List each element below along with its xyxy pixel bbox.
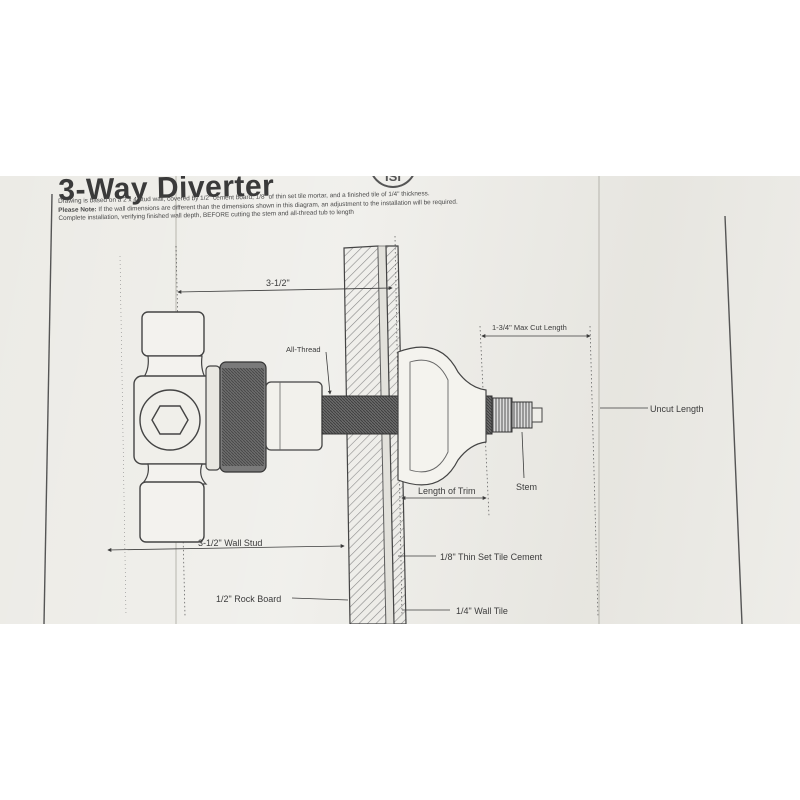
stem-label: Stem [516,482,537,492]
diverter-cross-section-diagram: 3-1/2" All-Thread 1-3/4" Max Cut Length … [43,193,743,624]
thin-set-label: 1/8" Thin Set Tile Cement [440,552,543,562]
top-dimension-line [177,286,393,294]
stem-splines [511,401,533,429]
wall-tile-section [385,245,407,624]
all-thread-label: All-Thread [286,345,321,354]
rock-board-leader [291,597,349,601]
trim-inner-outline [409,359,449,473]
top-dimension-label: 3-1/2" [266,278,290,288]
uncut-length-label: Uncut Length [650,404,704,414]
max-cut-length-label: 1-3/4" Max Cut Length [492,323,567,332]
stem-tip [531,407,543,423]
rock-board-section [343,245,387,624]
wall-stud-dimension-line [107,544,345,552]
sheet-border-left [43,193,53,624]
guide-line [589,325,599,617]
length-of-trim-label: Length of Trim [418,486,476,496]
stem-sleeve [491,397,513,433]
instruction-sheet: 3-Way Diverter ISI Drawing is based on a… [0,176,800,624]
wall-stud-label: 3-1/2" Wall Stud [198,538,262,548]
thin-set-layer [377,245,395,624]
stem-leader [521,431,525,479]
trim-escutcheon [397,346,487,486]
guide-line [119,255,127,617]
sheet-border-right [724,215,743,624]
wall-tile-label: 1/4" Wall Tile [456,606,508,616]
all-thread-leader [325,351,332,395]
rock-board-label: 1/2" Rock Board [216,594,281,604]
valve-body [133,311,323,543]
paper-fold-line [598,176,600,624]
